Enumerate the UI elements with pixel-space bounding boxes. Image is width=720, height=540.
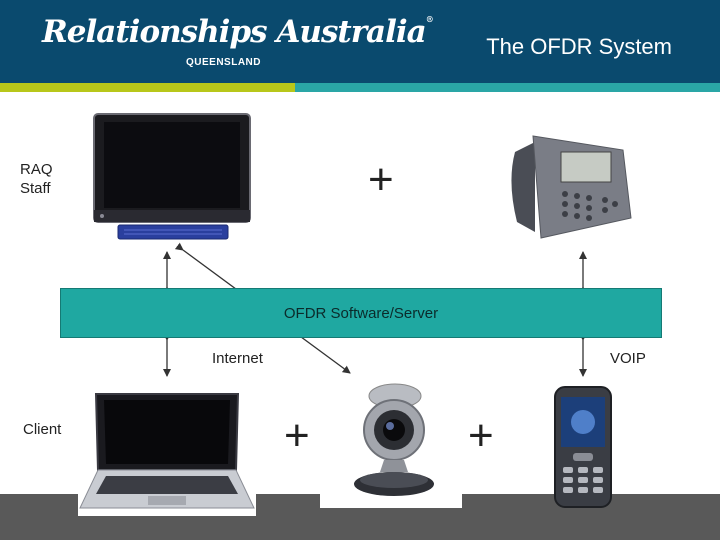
laptop-icon xyxy=(78,390,256,516)
plus-sign-bottom-right: + xyxy=(468,414,494,458)
server-label: OFDR Software/Server xyxy=(61,305,661,322)
internet-label: Internet xyxy=(212,349,263,368)
webcam-icon xyxy=(320,380,462,508)
plus-sign-top: + xyxy=(368,158,394,202)
staff-label: RAQ Staff xyxy=(20,160,80,198)
mobile-phone-icon xyxy=(553,385,613,511)
client-label: Client xyxy=(23,420,61,439)
desk-phone-icon xyxy=(505,122,635,244)
plus-sign-bottom-left: + xyxy=(284,414,310,458)
desktop-monitor-icon xyxy=(92,112,252,242)
ofdr-server-bar: OFDR Software/Server xyxy=(60,288,662,338)
voip-label: VOIP xyxy=(610,349,646,368)
